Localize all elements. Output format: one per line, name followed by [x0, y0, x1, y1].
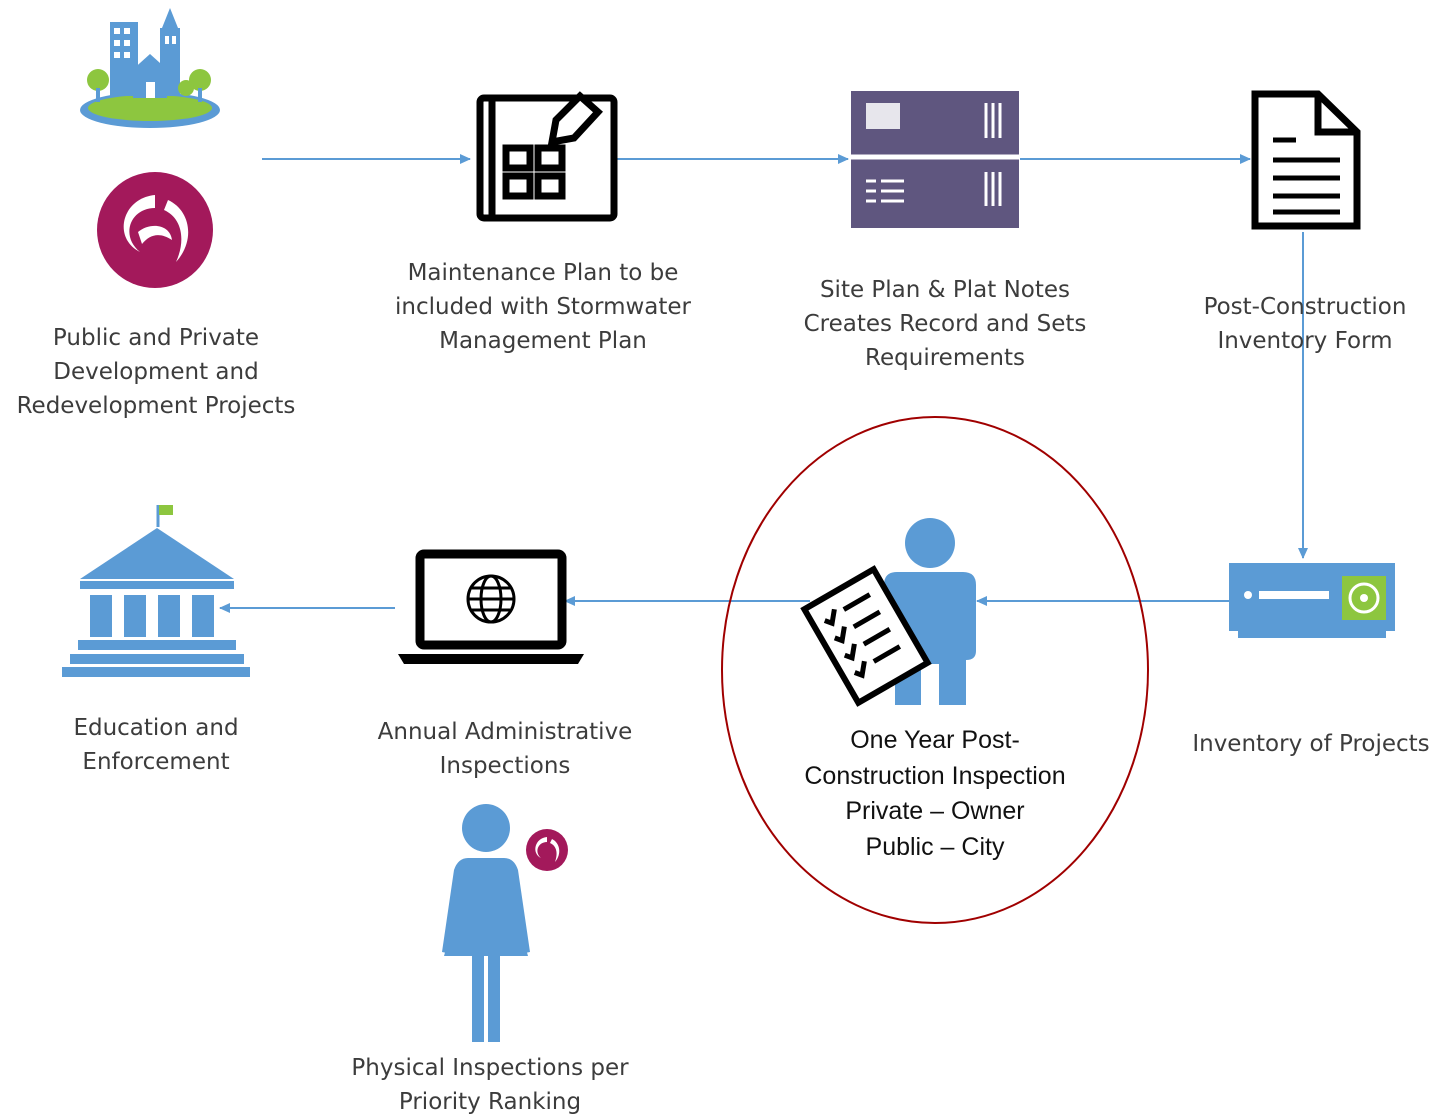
label-education: Education and Enforcement [73, 715, 239, 775]
laptop-globe-icon [398, 549, 584, 664]
phoenix-logo-icon [97, 172, 213, 288]
file-cabinet-icon [851, 91, 1019, 228]
label-one-year-inspection: One Year Post- Construction Inspection P… [804, 726, 1066, 861]
woman-icon [442, 804, 530, 1042]
label-inventory-projects: Inventory of Projects [1192, 731, 1430, 757]
connectors [219, 154, 1308, 613]
city-buildings-icon [80, 8, 220, 128]
courthouse-icon [62, 505, 250, 677]
label-physical-inspections: Physical Inspections per Priority Rankin… [351, 1055, 629, 1115]
label-annual-inspections: Annual Administrative Inspections [377, 719, 633, 779]
person-checklist-icon [800, 518, 976, 707]
blueprint-pencil-icon [476, 91, 618, 222]
document-icon [1251, 90, 1361, 230]
server-drive-icon [1229, 563, 1395, 638]
label-inventory-form: Post-Construction Inventory Form [1203, 294, 1407, 354]
highlight-circle [721, 416, 1149, 924]
phoenix-logo-small-icon [526, 829, 568, 871]
label-development: Public and Private Development and Redev… [16, 325, 296, 419]
label-site-plan: Site Plan & Plat Notes Creates Record an… [803, 277, 1087, 371]
label-maintenance-plan: Maintenance Plan to be included with Sto… [394, 260, 692, 354]
